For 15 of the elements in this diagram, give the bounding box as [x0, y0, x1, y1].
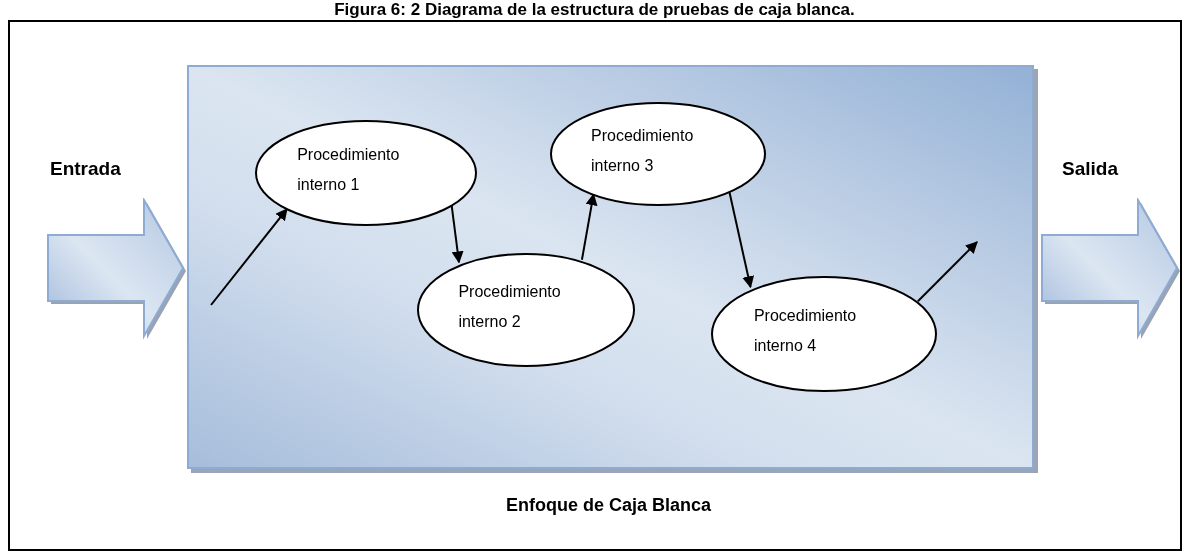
process-label: Procedimiento interno 4 [753, 306, 858, 356]
process-label: Procedimiento interno 1 [297, 145, 401, 195]
process-ellipse [255, 120, 477, 226]
process-ellipse [417, 253, 635, 367]
process-ellipse [550, 102, 766, 206]
arrow [210, 208, 288, 306]
figure-title: Figura 6: 2 Diagrama de la estructura de pruebas de caja blanca. [333, 0, 856, 20]
arrow-heading: Entrada [50, 158, 121, 180]
process-ellipse [711, 276, 937, 392]
process-label: Procedimiento interno 3 [591, 126, 695, 176]
panel-caption: Enfoque de Caja Blanca [504, 495, 713, 516]
arrow [916, 241, 978, 303]
process-label: Procedimiento interno 2 [458, 282, 562, 332]
arrow [580, 193, 598, 261]
arrow-heading: Salida [1062, 158, 1118, 180]
